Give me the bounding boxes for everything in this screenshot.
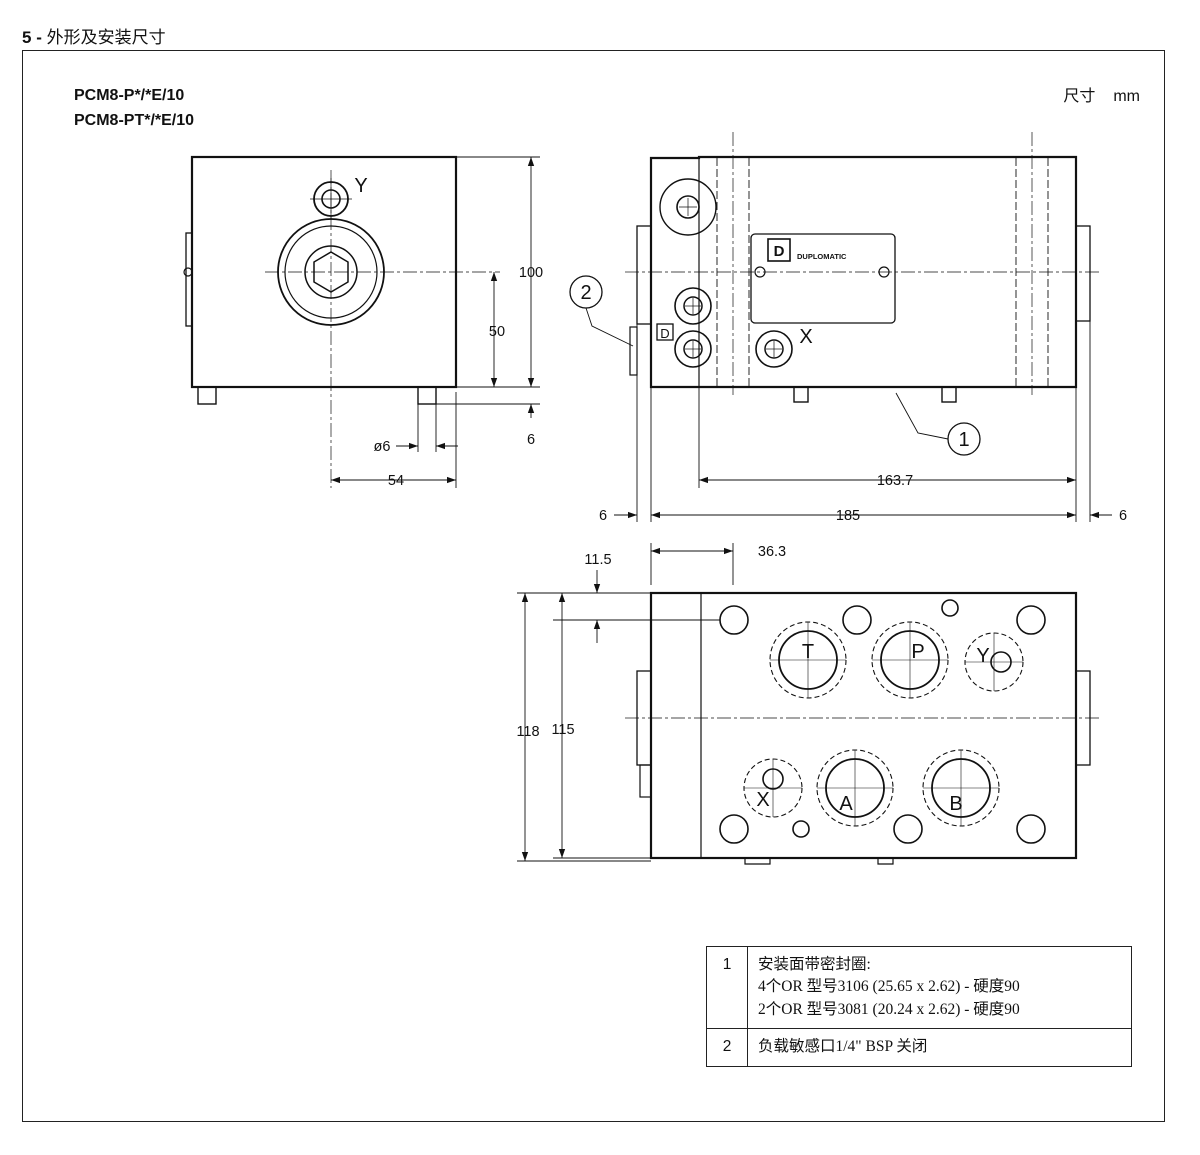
model-code-2: PCM8-PT*/*E/10 bbox=[74, 112, 195, 129]
legend-desc: 安装面带密封圈: 4个OR 型号3106 (25.65 x 2.62) - 硬度… bbox=[747, 945, 1132, 1030]
bottom-dimensions bbox=[517, 543, 734, 862]
label-port-b: B bbox=[949, 793, 962, 815]
dim-dia-6: ø6 bbox=[374, 439, 391, 455]
legend-line: 2个OR 型号3081 (20.24 x 2.62) - 硬度90 bbox=[758, 1000, 1020, 1018]
side-view-pin-right bbox=[941, 386, 957, 403]
dim-6-vert: 6 bbox=[527, 432, 535, 448]
front-view-pin-right bbox=[417, 386, 437, 405]
dim-118: 118 bbox=[516, 724, 539, 740]
side-view-right-plug bbox=[1075, 225, 1091, 322]
legend-table: 1 安装面带密封圈: 4个OR 型号3106 (25.65 x 2.62) - … bbox=[706, 945, 1132, 1067]
side-view-left-plug bbox=[636, 225, 652, 325]
d-mark-box bbox=[656, 323, 674, 341]
side-port-low bbox=[674, 330, 712, 368]
dim-100: 100 bbox=[519, 265, 543, 281]
dim-185: 185 bbox=[836, 508, 860, 524]
dim-115: 115 bbox=[551, 722, 574, 738]
dim-11-5: 11.5 bbox=[584, 552, 611, 568]
label-port-y: Y bbox=[976, 645, 989, 667]
dim-54: 54 bbox=[388, 473, 404, 489]
front-view-pin-left bbox=[197, 386, 217, 405]
dim-36-3: 36.3 bbox=[758, 544, 786, 560]
dim-6-left: 6 bbox=[599, 508, 607, 524]
unit-label-text: 尺寸 bbox=[1063, 88, 1096, 105]
brand-plate bbox=[750, 233, 896, 324]
legend-row: 2 负载敏感口1/4" BSP 关闭 bbox=[706, 1028, 1132, 1067]
label-port-x: X bbox=[756, 789, 769, 811]
callout-2: 2 bbox=[580, 282, 591, 304]
legend-number: 2 bbox=[706, 1028, 748, 1067]
legend-number: 1 bbox=[706, 945, 748, 1030]
section-separator: - bbox=[36, 28, 42, 47]
bottom-view bbox=[625, 591, 1100, 865]
legend-row: 1 安装面带密封圈: 4个OR 型号3106 (25.65 x 2.62) - … bbox=[706, 945, 1132, 1030]
side-dimensions bbox=[569, 275, 1112, 522]
label-front-y: Y bbox=[354, 175, 367, 197]
side-view-ls-plug bbox=[629, 326, 638, 376]
duplomatic-logo bbox=[767, 238, 791, 262]
front-view-side-screw bbox=[183, 267, 193, 277]
section-header: 5 - 外形及安装尺寸 bbox=[22, 23, 166, 48]
front-view bbox=[183, 155, 500, 488]
section-number: 5 bbox=[22, 28, 32, 47]
legend-line: 负载敏感口1/4" BSP 关闭 bbox=[758, 1038, 928, 1056]
drawing-frame bbox=[22, 50, 1165, 1122]
side-port-mid bbox=[674, 287, 712, 325]
legend-desc: 负载敏感口1/4" BSP 关闭 bbox=[747, 1028, 1132, 1067]
side-view-bolt-holes bbox=[716, 158, 1049, 387]
d-mark-letter: D bbox=[660, 326, 669, 341]
port-center-marks bbox=[744, 622, 1023, 826]
side-port-x bbox=[755, 330, 793, 368]
label-port-t: T bbox=[802, 641, 814, 663]
label-side-x: X bbox=[799, 326, 812, 348]
label-port-p: P bbox=[911, 641, 924, 663]
side-view-pin-left bbox=[793, 386, 809, 403]
model-code-1: PCM8-P*/*E/10 bbox=[74, 87, 185, 104]
side-view bbox=[625, 132, 1100, 403]
dim-163-7: 163.7 bbox=[877, 473, 913, 489]
dim-6-right: 6 bbox=[1119, 508, 1127, 524]
front-view-side-plug bbox=[185, 232, 193, 327]
label-port-a: A bbox=[839, 793, 853, 815]
dimension-labels: 100 50 6 ø6 54 163.7 185 6 6 36.3 11.5 1… bbox=[374, 265, 1128, 740]
logo-letter: D bbox=[774, 243, 785, 260]
front-dimensions bbox=[331, 156, 540, 488]
brand-text: DUPLOMATIC bbox=[797, 252, 847, 261]
side-port-top bbox=[659, 178, 717, 236]
dim-50: 50 bbox=[489, 324, 505, 340]
unit-label: 尺寸 mm bbox=[1063, 82, 1140, 106]
legend-line: 4个OR 型号3106 (25.65 x 2.62) - 硬度90 bbox=[758, 978, 1020, 996]
unit-value: mm bbox=[1113, 88, 1140, 105]
callout-1: 1 bbox=[958, 429, 969, 451]
section-title: 外形及安装尺寸 bbox=[46, 28, 166, 47]
port-labels: Y X T P Y X A B 1 2 bbox=[354, 175, 989, 815]
legend-line: 安装面带密封圈: bbox=[758, 956, 871, 973]
